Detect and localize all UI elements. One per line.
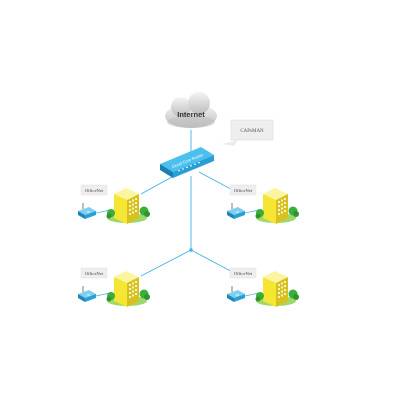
capsman-callout: CAPsMAN: [222, 119, 274, 146]
callout-label: CAPsMAN: [240, 129, 264, 134]
office-node-bottom-right: OfficeNet: [226, 267, 300, 308]
office-node-top-left: OfficeNet: [77, 184, 151, 225]
router-node: Cloud Core Router: [160, 147, 214, 178]
office-label: OfficeNet: [234, 271, 253, 276]
office-node-top-right: OfficeNet: [226, 184, 300, 225]
internet-node: Internet: [165, 92, 217, 128]
cloud-icon: [165, 92, 217, 128]
office-node-bottom-left: OfficeNet: [77, 267, 151, 308]
link-junction: [189, 248, 193, 252]
office-label: OfficeNet: [234, 188, 253, 193]
router-icon: [160, 147, 214, 178]
internet-label: Internet: [177, 110, 205, 119]
office-label: OfficeNet: [85, 188, 104, 193]
office-label: OfficeNet: [85, 271, 104, 276]
